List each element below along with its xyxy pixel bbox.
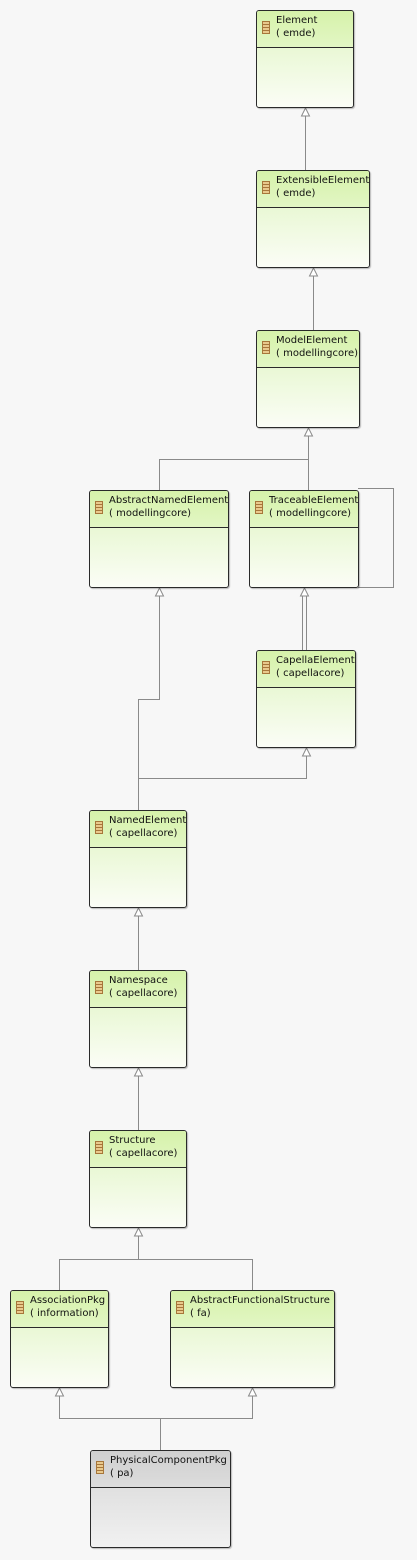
class-package: ( modellingcore) xyxy=(276,348,359,359)
class-node-extensible-element[interactable]: ExtensibleElement ( emde) xyxy=(256,170,370,268)
edge-traceable-self xyxy=(358,488,394,588)
class-package: ( capellacore) xyxy=(109,1148,178,1159)
arrowhead-element xyxy=(300,106,311,117)
class-package: ( emde) xyxy=(276,188,316,199)
class-node-header: AssociationPkg ( information) xyxy=(11,1291,108,1328)
class-name: NamedElement xyxy=(109,815,187,826)
class-package: ( capellacore) xyxy=(109,988,178,999)
class-icon xyxy=(255,501,263,514)
arrowhead-afs xyxy=(247,1386,258,1397)
class-icon xyxy=(262,661,270,674)
class-node-header: Namespace ( capellacore) xyxy=(90,971,186,1008)
class-name: ModelElement xyxy=(276,335,348,346)
class-name: AssociationPkg xyxy=(30,1295,106,1306)
class-node-abstract-functional-structure[interactable]: AbstractFunctionalStructure ( fa) xyxy=(170,1290,335,1388)
class-node-header: TraceableElement ( modellingcore) xyxy=(250,491,358,528)
class-icon xyxy=(95,821,103,834)
arrowhead-extensible xyxy=(308,266,319,277)
class-node-header: ModelElement ( modellingcore) xyxy=(257,331,359,368)
class-node-header: PhysicalComponentPkg ( pa) xyxy=(91,1451,230,1488)
class-name: CapellaElement xyxy=(276,655,355,666)
class-icon xyxy=(96,1461,104,1474)
class-node-header: AbstractFunctionalStructure ( fa) xyxy=(171,1291,334,1328)
class-package: ( emde) xyxy=(276,28,316,39)
class-node-model-element[interactable]: ModelElement ( modellingcore) xyxy=(256,330,360,428)
class-icon xyxy=(95,501,103,514)
class-name: ExtensibleElement xyxy=(276,175,370,186)
class-name: Namespace xyxy=(109,975,168,986)
class-icon xyxy=(176,1301,184,1314)
class-node-physical-component-pkg[interactable]: PhysicalComponentPkg ( pa) xyxy=(90,1450,231,1548)
class-node-traceable-element[interactable]: TraceableElement ( modellingcore) xyxy=(249,490,359,588)
edge-pcp-to-afs xyxy=(160,1396,253,1419)
class-name: AbstractFunctionalStructure xyxy=(190,1295,330,1306)
class-package: ( capellacore) xyxy=(276,668,345,679)
class-node-header: NamedElement ( capellacore) xyxy=(90,811,186,848)
class-node-abstract-named-element[interactable]: AbstractNamedElement ( modellingcore) xyxy=(89,490,229,588)
class-node-namespace[interactable]: Namespace ( capellacore) xyxy=(89,970,187,1068)
class-icon xyxy=(262,21,270,34)
class-name: Structure xyxy=(109,1135,156,1146)
edge-named-to-abstractnamed xyxy=(138,596,160,810)
class-package: ( modellingcore) xyxy=(269,508,352,519)
class-name: AbstractNamedElement xyxy=(109,495,229,506)
class-package: ( information) xyxy=(30,1308,99,1319)
class-node-header: Structure ( capellacore) xyxy=(90,1131,186,1168)
arrowhead-traceable xyxy=(299,586,310,597)
class-package: ( modellingcore) xyxy=(109,508,192,519)
class-name: PhysicalComponentPkg xyxy=(110,1455,227,1466)
class-name: Element xyxy=(276,15,318,26)
class-icon xyxy=(262,341,270,354)
arrowhead-capella xyxy=(301,746,312,757)
class-node-header: AbstractNamedElement ( modellingcore) xyxy=(90,491,228,528)
class-node-header: Element ( emde) xyxy=(257,11,353,48)
class-node-association-pkg[interactable]: AssociationPkg ( information) xyxy=(10,1290,109,1388)
arrowhead-named xyxy=(133,906,144,917)
arrowhead-namespace xyxy=(133,1066,144,1077)
class-icon xyxy=(16,1301,24,1314)
class-node-capella-element[interactable]: CapellaElement ( capellacore) xyxy=(256,650,356,748)
arrowhead-association xyxy=(54,1386,65,1397)
class-node-header: CapellaElement ( capellacore) xyxy=(257,651,355,688)
edge-abstractnamed-to-model xyxy=(159,436,309,490)
class-icon xyxy=(262,181,270,194)
class-package: ( pa) xyxy=(110,1468,134,1479)
class-icon xyxy=(95,981,103,994)
edge-association-to-structure xyxy=(59,1236,139,1290)
arrowhead-abstractnamed xyxy=(154,586,165,597)
arrowhead-structure xyxy=(133,1226,144,1237)
arrowhead-model xyxy=(303,426,314,437)
edge-named-to-capella xyxy=(138,756,307,779)
class-node-structure[interactable]: Structure ( capellacore) xyxy=(89,1130,187,1228)
class-package: ( capellacore) xyxy=(109,828,178,839)
class-icon xyxy=(95,1141,103,1154)
class-node-header: ExtensibleElement ( emde) xyxy=(257,171,369,208)
class-package: ( fa) xyxy=(190,1308,211,1319)
edge-pcp-to-association xyxy=(59,1396,161,1450)
class-name: TraceableElement xyxy=(269,495,359,506)
class-node-element[interactable]: Element ( emde) xyxy=(256,10,354,108)
class-node-named-element[interactable]: NamedElement ( capellacore) xyxy=(89,810,187,908)
edge-afs-to-structure xyxy=(138,1259,253,1290)
